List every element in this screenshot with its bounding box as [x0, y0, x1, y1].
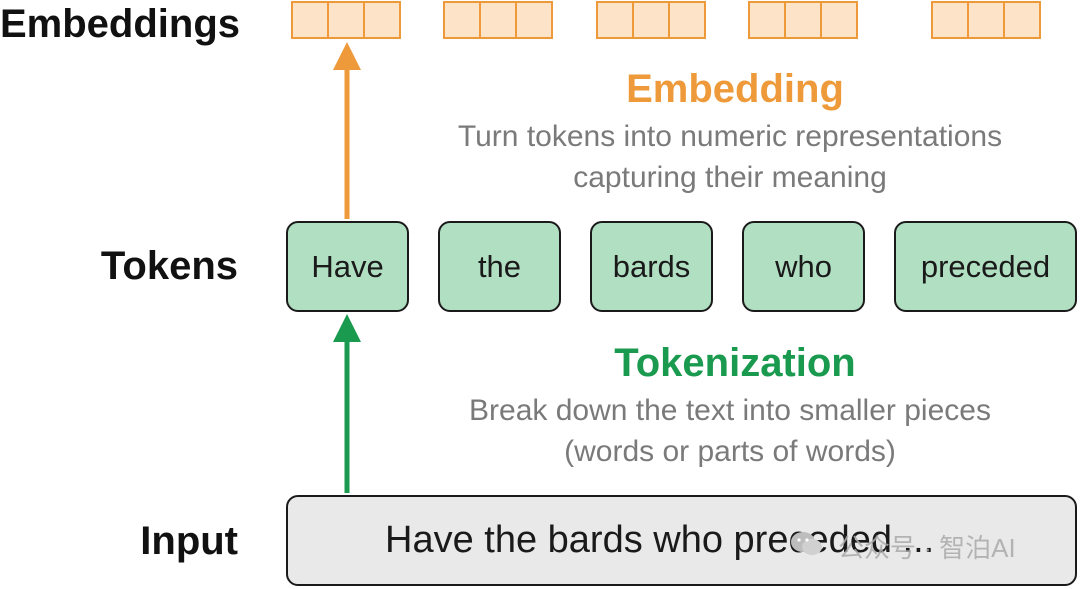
embedding-cell — [748, 1, 786, 39]
embedding-cell — [515, 1, 553, 39]
embedding-arrow-head — [333, 42, 361, 70]
embedding-desc-line: capturing their meaning — [573, 161, 887, 194]
embedding-cell — [443, 1, 481, 39]
embedding-cell — [1003, 1, 1041, 39]
embedding-cell — [327, 1, 365, 39]
embedding-vector — [443, 1, 553, 39]
embedding-cell — [820, 1, 858, 39]
tokenization-step-description: Break down the text into smaller pieces … — [380, 390, 1080, 472]
tokens-row-label: Tokens — [100, 244, 238, 288]
embedding-desc-line: Turn tokens into numeric representations — [457, 120, 1003, 153]
embedding-cell — [784, 1, 822, 39]
embeddings-row-label: Embeddings — [0, 2, 241, 46]
wechat-icon — [791, 532, 822, 555]
embedding-cell — [596, 1, 634, 39]
input-text: Have the bards who preceded ... — [385, 519, 935, 561]
embedding-vector — [748, 1, 858, 39]
token-box: bards — [590, 221, 713, 312]
embedding-cell — [668, 1, 706, 39]
embedding-cell — [479, 1, 517, 39]
tokenization-desc-line: Break down the text into smaller pieces — [469, 394, 991, 427]
tokenization-desc-line: (words or parts of words) — [564, 435, 896, 468]
embedding-step-description: Turn tokens into numeric representations… — [380, 116, 1080, 198]
token-box: Have — [286, 221, 409, 312]
input-box — [286, 495, 1077, 586]
embedding-vector — [931, 1, 1041, 39]
token-box: who — [742, 221, 865, 312]
watermark-text: 公众号 · 智泊AI — [838, 533, 1016, 563]
tokenization-arrow-head — [333, 314, 361, 342]
input-row-label: Input — [140, 519, 238, 563]
embedding-vector — [291, 1, 401, 39]
token-box: the — [438, 221, 561, 312]
embedding-vector — [596, 1, 706, 39]
tokenization-step-title: Tokenization — [614, 341, 856, 385]
embedding-cell — [363, 1, 401, 39]
embedding-step-title: Embedding — [626, 67, 844, 111]
token-box: preceded — [894, 221, 1077, 312]
